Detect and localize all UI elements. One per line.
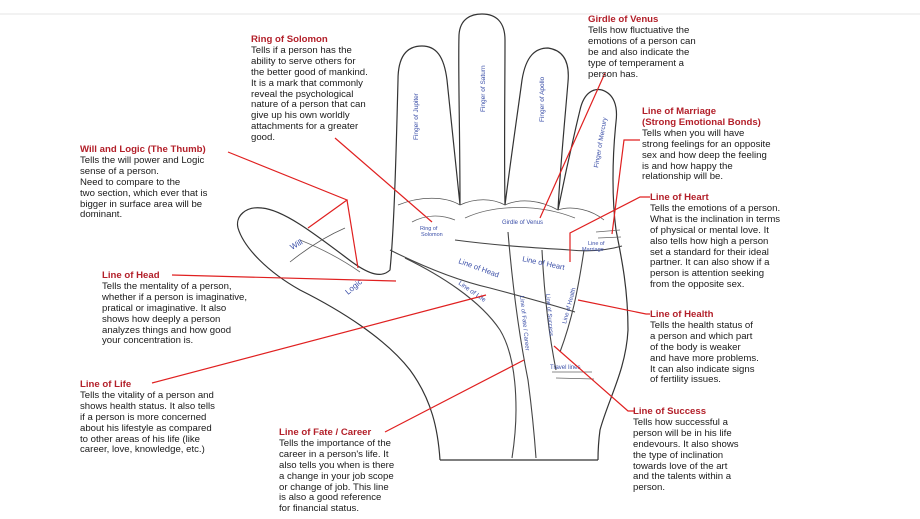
annotation-girdle-venus: Girdle of Venus Tells how fluctuative th…	[588, 14, 738, 80]
head-title: Line of Head	[102, 270, 160, 281]
fate-body: Tells the importance of the career in a …	[279, 437, 395, 515]
marriage-lines	[595, 229, 622, 239]
pointer-life	[151, 294, 487, 384]
heart-body: Tells the emotions of a person. What is …	[650, 202, 781, 291]
fate-title: Line of Fate / Career	[279, 427, 372, 438]
head-line	[389, 249, 576, 313]
marriage-body: Tells when you will have strong feelings…	[642, 127, 771, 183]
annotation-heart: Line of Heart Tells the emotions of a pe…	[650, 192, 820, 291]
health-body: Tells the health status of a person and …	[650, 319, 759, 386]
marriage-title: Line of Marriage (Strong Emotional Bonds…	[642, 106, 761, 128]
life-title: Line of Life	[80, 379, 132, 390]
will-logic-body: Tells the will power and Logic sense of …	[80, 154, 208, 221]
fate-line	[507, 231, 537, 459]
annotation-marriage: Line of Marriage (Strong Emotional Bonds…	[642, 106, 812, 183]
will-logic-title: Will and Logic (The Thumb)	[80, 144, 206, 155]
heart-line	[454, 239, 623, 252]
will-label: Will	[289, 237, 305, 251]
hand-outline	[236, 13, 629, 461]
life-line	[404, 257, 517, 459]
pointer-success	[553, 345, 634, 412]
pointer-heart	[569, 196, 650, 262]
ring-solomon-line	[411, 215, 456, 223]
finger-apollo-label: Finger of Apollo	[539, 76, 546, 122]
annotation-fate: Line of Fate / Career Tells the importan…	[279, 427, 439, 515]
pointer-fate	[384, 359, 525, 433]
ring-solomon-label-1: Ring of	[420, 226, 438, 232]
health-line	[559, 249, 585, 353]
ring-solomon-label-2: Solomon	[421, 232, 443, 238]
will-logic-divider	[299, 239, 361, 273]
pointer-health	[577, 299, 650, 315]
girdle-venus-body: Tells how fluctuative the emotions of a …	[588, 24, 696, 80]
girdle-venus-line	[464, 207, 576, 219]
fate-line-label: Line of Fate / Career	[518, 296, 530, 351]
finger-base-creases	[397, 197, 605, 221]
health-title: Line of Health	[650, 309, 714, 320]
annotation-will-logic: Will and Logic (The Thumb) Tells the wil…	[80, 144, 255, 221]
pointer-head	[171, 274, 397, 282]
success-body: Tells how successful a person will be in…	[633, 416, 739, 494]
girdle-venus-label: Girdle of Venus	[502, 220, 543, 226]
annotation-ring-solomon: Ring of Solomon Tells if a person has th…	[251, 34, 401, 144]
ring-solomon-body: Tells if a person has the ability to ser…	[251, 44, 368, 144]
travel-lines	[552, 371, 595, 380]
marriage-label-1: Line of	[588, 241, 605, 247]
thumb-crease	[289, 227, 346, 263]
success-title: Line of Success	[633, 406, 707, 417]
success-line	[541, 249, 557, 371]
annotation-life: Line of Life Tells the vitality of a per…	[80, 379, 260, 456]
success-line-label: Line of Success	[544, 294, 554, 337]
head-body: Tells the mentality of a person, whether…	[102, 280, 248, 347]
annotation-success: Line of Success Tells how successful a p…	[633, 406, 793, 494]
pointer-will-logic-2	[346, 199, 359, 269]
annotation-head: Line of Head Tells the mentality of a pe…	[102, 270, 287, 347]
heart-title: Line of Heart	[650, 192, 709, 203]
health-line-label: Line of Health	[562, 287, 577, 324]
heart-line-label: Line of Heart	[522, 254, 567, 272]
pointer-lines	[151, 72, 650, 433]
finger-jupiter-label: Finger of Jupiter	[413, 92, 420, 140]
annotation-health: Line of Health Tells the health status o…	[650, 309, 800, 386]
girdle-venus-title: Girdle of Venus	[588, 14, 659, 25]
life-body: Tells the vitality of a person and shows…	[80, 389, 215, 456]
pointer-marriage	[611, 139, 640, 235]
ring-solomon-title: Ring of Solomon	[251, 34, 328, 45]
travel-lines-label: Travel lines	[550, 365, 580, 371]
pointer-girdle-venus	[539, 72, 606, 219]
finger-saturn-label: Finger of Saturn	[480, 65, 487, 112]
marriage-label-2: Marriage	[582, 247, 604, 253]
pointer-ring-solomon	[334, 137, 433, 223]
head-line-label: Line of Head	[457, 256, 500, 279]
finger-mercury-label: Finger of Mercury	[593, 116, 609, 168]
